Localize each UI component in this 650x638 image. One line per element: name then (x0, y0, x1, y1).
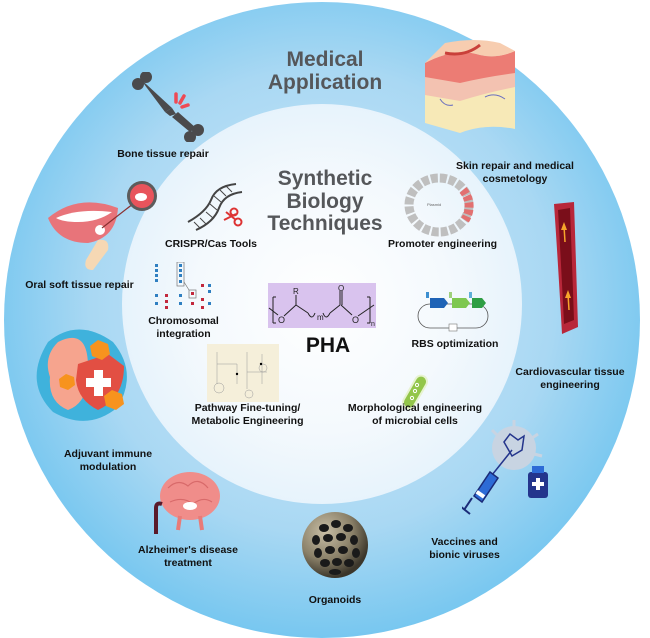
oxygen-atom-label: O (278, 315, 285, 325)
label-line: Pathway Fine-tuning/ (194, 402, 301, 414)
organoid-sphere-icon (300, 510, 370, 580)
label-line: Chromosomal (148, 315, 219, 327)
bone-tissue-repair-label: Bone tissue repair (117, 148, 209, 160)
label-line: Alzheimer's disease (138, 544, 238, 556)
promoter-engineering-label: Promoter engineering (387, 238, 498, 250)
label-line: Vaccines and (431, 536, 498, 548)
label-line: Metabolic Engineering (191, 415, 304, 428)
label-line: Morphological engineering (347, 402, 483, 414)
label-line: modulation (79, 461, 137, 474)
broken-bone-icon (132, 72, 207, 142)
title-line: Application (267, 70, 383, 94)
metabolic-pathway-icon (207, 344, 279, 402)
plasmid-dna-icon: Plasmid (403, 172, 475, 238)
label-line: bionic viruses (429, 549, 500, 562)
chromosomal-integration-label: Chromosomal integration (136, 315, 231, 341)
skin-repair-label: Skin repair and medical cosmetology (440, 160, 590, 186)
mouth-ulcer-icon (38, 178, 158, 273)
label-line: integration (156, 328, 211, 341)
dna-scissors-icon (186, 182, 246, 232)
label-line: of microbial cells (372, 415, 458, 428)
gene-circuit-icon (416, 292, 491, 336)
title-line: Synthetic (277, 167, 373, 190)
pathway-fine-tuning-label: Pathway Fine-tuning/ Metabolic Engineeri… (180, 402, 315, 428)
oral-soft-tissue-repair-label: Oral soft tissue repair (25, 279, 134, 291)
label-line: Cardiovascular tissue (515, 366, 625, 378)
label-line: cosmetology (482, 173, 548, 186)
synthetic-biology-title: Synthetic Biology Techniques (245, 167, 405, 236)
title-line: Biology (286, 189, 364, 213)
label-line: Skin repair and medical (456, 160, 574, 172)
vaccine-syringe-icon (462, 420, 557, 520)
bacterium-icon (400, 373, 430, 411)
immune-shield-icon (28, 322, 143, 432)
repeat-n-label: n (371, 321, 375, 328)
title-line: Techniques (267, 212, 383, 236)
carbonyl-oxygen-label: O (338, 284, 344, 293)
label-line: treatment (164, 557, 212, 570)
skin-layers-icon (425, 37, 515, 137)
ester-oxygen-label: O (352, 315, 359, 325)
medical-application-title: Medical Application (212, 48, 438, 94)
chromosome-icon (153, 262, 218, 312)
blood-vessel-icon (548, 202, 588, 337)
organoids-label: Organoids (308, 594, 362, 606)
r-group-label: R (293, 287, 299, 296)
rbs-optimization-label: RBS optimization (411, 338, 499, 350)
svg-text:Plasmid: Plasmid (427, 202, 441, 207)
pha-chemical-structure: O R O m O n (268, 283, 376, 328)
brain-icon (148, 468, 228, 538)
morphological-engineering-label: Morphological engineering of microbial c… (345, 402, 485, 428)
vaccines-label: Vaccines and bionic viruses (412, 536, 517, 562)
label-line: engineering (540, 379, 600, 392)
alzheimers-label: Alzheimer's disease treatment (128, 544, 248, 570)
repeat-m-label: m (317, 313, 324, 322)
label-line: Adjuvant immune (63, 448, 153, 460)
title-line: Medical (286, 48, 364, 71)
crispr-cas-label: CRISPR/Cas Tools (165, 238, 257, 250)
cardiovascular-label: Cardiovascular tissue engineering (500, 366, 640, 392)
adjuvant-immune-label: Adjuvant immune modulation (48, 448, 168, 474)
pha-label: PHA (305, 334, 351, 357)
